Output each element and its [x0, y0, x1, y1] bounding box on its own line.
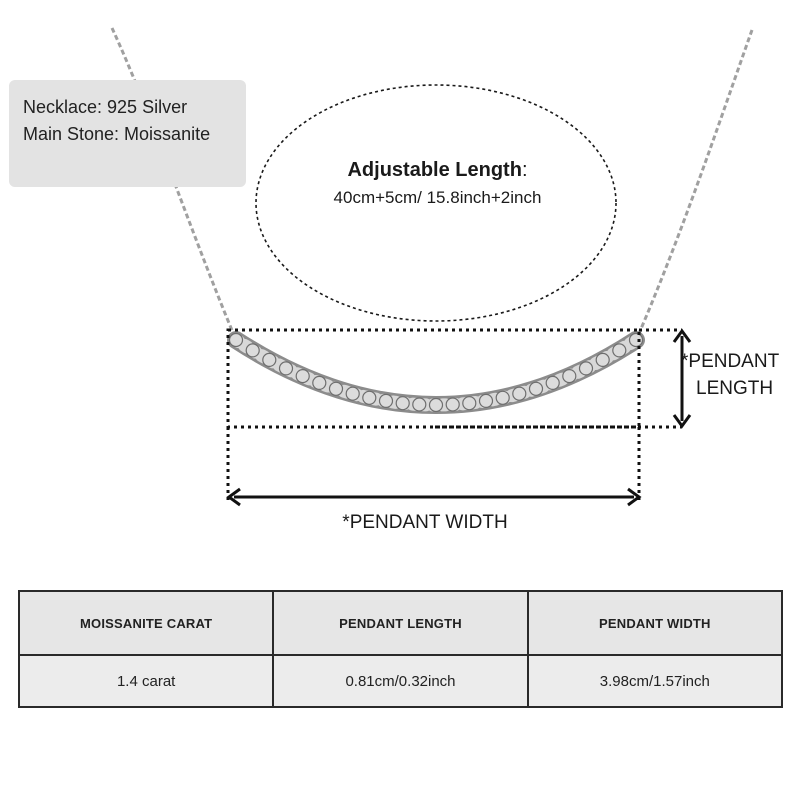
stone-icon — [595, 352, 610, 367]
stone-icon — [262, 352, 277, 367]
necklace-material-text: Necklace: 925 Silver — [23, 97, 188, 117]
adjustable-length-title-text: Adjustable Length — [347, 159, 522, 181]
stone-icon — [328, 381, 344, 396]
pendant-length-label-line1: *PENDANT — [681, 351, 780, 372]
stone-icon — [278, 361, 294, 376]
stone-icon — [312, 375, 327, 390]
pendant-width-label: *PENDANT WIDTH — [342, 512, 508, 533]
adjustable-length-value: 40cm+5cm/ 15.8inch+2inch — [333, 188, 542, 207]
header-pendant-length: PENDANT LENGTH — [272, 590, 529, 656]
adjustable-length-colon: : — [521, 159, 528, 181]
stone-icon — [512, 386, 527, 401]
stone-icon — [545, 375, 560, 390]
chain-left-strand — [110, 27, 238, 341]
stone-icon — [395, 396, 410, 411]
stone-icon — [612, 343, 627, 358]
width-arrow — [226, 487, 642, 507]
stone-icon — [562, 369, 577, 384]
stone-icon — [295, 369, 310, 384]
main-stone-text: Main Stone: Moissanite — [23, 124, 211, 144]
pendant-length-label-line2: LENGTH — [696, 378, 774, 399]
length-arrow — [672, 328, 692, 429]
stone-icon — [228, 332, 244, 348]
chain-right-strand — [632, 29, 754, 346]
adjustable-length-callout: Adjustable Length: 40cm+5cm/ 15.8inch+2i… — [255, 155, 620, 211]
stone-icon — [528, 381, 544, 396]
stone-icon — [445, 397, 460, 412]
stone-icon — [478, 393, 494, 408]
cell-pendant-width: 3.98cm/1.57inch — [526, 654, 784, 708]
header-moissanite-carat: MOISSANITE CARAT — [17, 590, 275, 656]
table-row: 1.4 carat 0.81cm/0.32inch 3.98cm/1.57inc… — [17, 654, 784, 708]
stone-icon — [578, 361, 594, 376]
spec-table-header-row: MOISSANITE CARAT PENDANT LENGTH PENDANT … — [17, 590, 784, 656]
spec-table: MOISSANITE CARAT PENDANT LENGTH PENDANT … — [17, 590, 784, 708]
header-pendant-width: PENDANT WIDTH — [526, 590, 784, 656]
stone-icon — [345, 386, 360, 401]
pendant-stones — [228, 332, 644, 413]
stone-icon — [462, 396, 477, 411]
pendant-dimension-box — [226, 328, 641, 429]
stone-icon — [428, 397, 444, 413]
stone-icon — [628, 332, 644, 348]
stone-icon — [412, 397, 427, 412]
pendant-bar — [229, 333, 643, 412]
material-spec-box: Necklace: 925 Silver Main Stone: Moissan… — [9, 80, 246, 187]
pendant-length-label: *PENDANT LENGTH — [676, 348, 794, 402]
cell-pendant-length: 0.81cm/0.32inch — [272, 654, 529, 708]
stone-icon — [378, 393, 394, 408]
length-oval — [255, 84, 617, 322]
stone-icon — [245, 343, 260, 358]
stone-icon — [362, 390, 377, 405]
adjustable-length-title: Adjustable Length: — [255, 155, 620, 185]
stone-icon — [495, 390, 510, 405]
cell-moissanite-carat: 1.4 carat — [17, 654, 275, 708]
